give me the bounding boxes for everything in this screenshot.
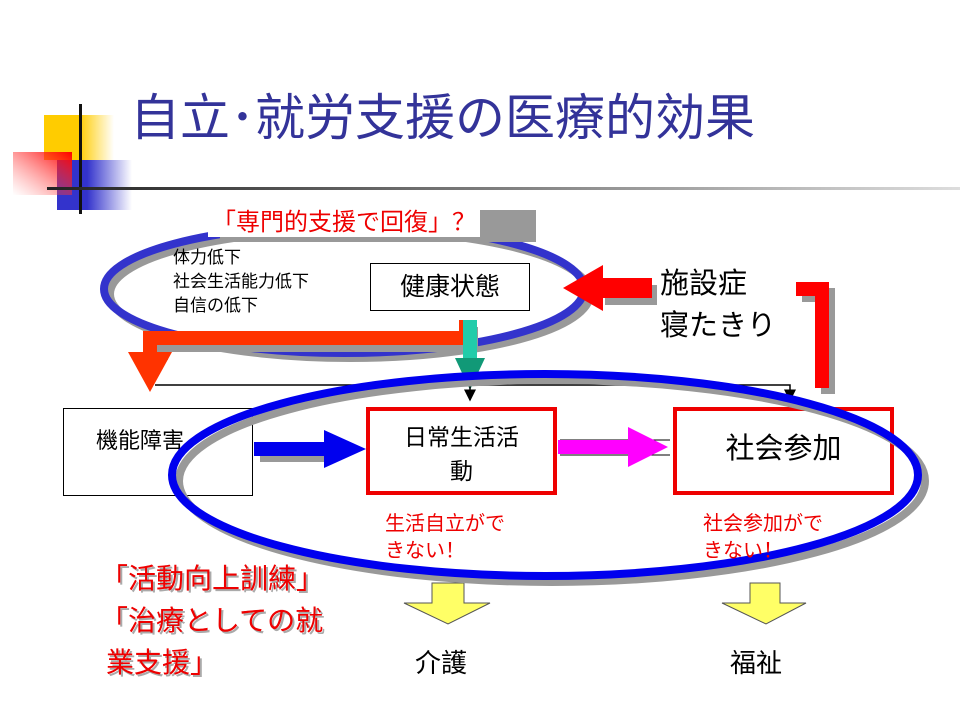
note-line: 「治療としての就 [100,604,324,637]
note-line: 業支援」 [106,646,219,679]
institutionalization-label: 施設症 寝たきり [660,262,776,346]
adl-to-participation-arrow [558,440,630,454]
institution-line: 施設症 [660,266,748,300]
slide-title: 自立･就労支援の医療的効果 [130,89,755,147]
decline-arrow-head [128,352,172,392]
connector-line [155,384,796,402]
decline-item: 自信の低下 [173,296,258,316]
adl-line: 日常生活活 [404,425,519,451]
adl-box: 日常生活活 動 [366,407,557,495]
impairment-box: 機能障害 [63,408,253,496]
participation-warning: 社会参加がで きない！ [703,510,823,564]
decline-item: 体力低下 [173,248,241,268]
care-down-arrow [403,582,491,625]
decline-item: 社会生活能力低下 [173,272,309,292]
impairment-to-adl-arrow [254,442,326,456]
care-label: 介護 [415,649,468,679]
logo-decoration [13,104,960,214]
decline-list: 体力低下 社会生活能力低下 自信の低下 [173,246,309,318]
warning-line: 生活自立がで [385,511,505,535]
participation-feedback-arrow [796,282,829,388]
adl-warning: 生活自立がで きない！ [385,510,505,564]
welfare-label: 福祉 [730,649,783,679]
adl-line: 動 [450,459,473,485]
warning-line: きない！ [385,538,465,562]
institution-arrow [600,278,652,298]
welfare-down-arrow [721,582,807,625]
health-status-box: 健康状態 [370,263,530,311]
institution-line: 寝たきり [660,308,777,342]
training-note: 「活動向上訓練」 「治療としての就 業支援」 [100,558,324,684]
note-line: 「活動向上訓練」 [100,562,325,595]
health-down-arrow [463,320,477,360]
participation-box: 社会参加 [673,407,894,495]
warning-line: きない！ [703,538,783,562]
warning-line: 社会参加がで [703,511,823,535]
specialist-support-label: 「専門的支援で回復」？ [208,202,480,237]
